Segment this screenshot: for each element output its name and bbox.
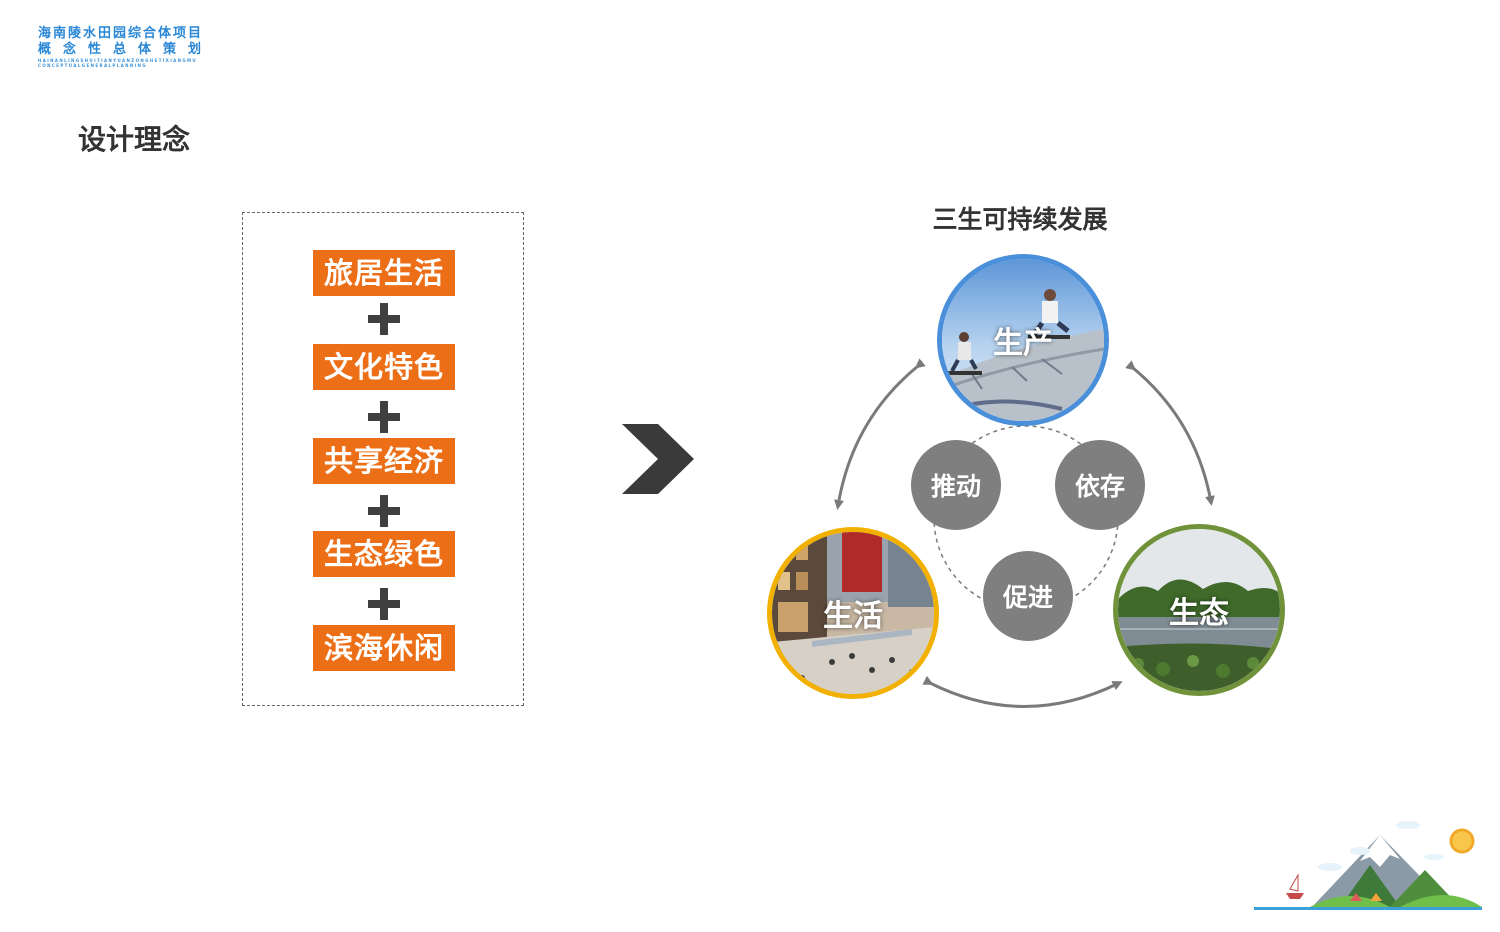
- plus-icon: [368, 401, 400, 433]
- ecology-node: 生态: [1113, 524, 1285, 696]
- arrow-production-ecology: [1125, 360, 1215, 506]
- concept-label-ecology-green: 生态绿色: [313, 531, 455, 577]
- relation-depend: 依存: [1055, 440, 1145, 530]
- concept-label-travel-living: 旅居生活: [313, 250, 455, 296]
- arrow-life-ecology: [922, 675, 1123, 708]
- production-label: 生产: [993, 326, 1053, 361]
- page-title: 设计理念: [78, 123, 191, 156]
- project-logo: 海南陵水田园综合体项目 概念性总体策划 HAINANLINGSHUITIANYU…: [38, 26, 228, 68]
- skateboarders-photo: [942, 259, 1104, 421]
- plus-icon: [368, 495, 400, 527]
- logo-line-planning: 概念性总体策划: [38, 42, 214, 57]
- urban-plaza-photo: [772, 532, 934, 694]
- cycle-title: 三生可持续发展: [932, 205, 1108, 234]
- concept-box: 旅居生活 文化特色 共享经济 生态绿色 滨海休闲: [242, 212, 524, 706]
- plus-icon: [368, 588, 400, 620]
- chevron-right-icon: [622, 424, 694, 494]
- arrow-production-life: [834, 358, 926, 510]
- concept-label-coastal-leisure: 滨海休闲: [313, 625, 455, 671]
- life-node: 生活: [767, 527, 939, 699]
- concept-label-culture: 文化特色: [313, 344, 455, 390]
- life-label: 生活: [823, 599, 883, 634]
- relation-promote: 促进: [983, 551, 1073, 641]
- relation-drive: 推动: [911, 440, 1001, 530]
- logo-line-english: CONCEPTUALGENERALPLANNING: [38, 63, 147, 68]
- island-mountain-illustration: [1254, 821, 1482, 910]
- concept-label-sharing-economy: 共享经济: [313, 438, 455, 484]
- lake-photo: [1118, 529, 1280, 691]
- logo-line-project: 海南陵水田园综合体项目: [38, 26, 204, 41]
- production-node: 生产: [937, 254, 1109, 426]
- logo-line-pinyin: HAINANLINGSHUITIANYUANZONGHETIXIANGMU: [38, 58, 198, 63]
- ecology-label: 生态: [1169, 596, 1229, 631]
- plus-icon: [368, 303, 400, 335]
